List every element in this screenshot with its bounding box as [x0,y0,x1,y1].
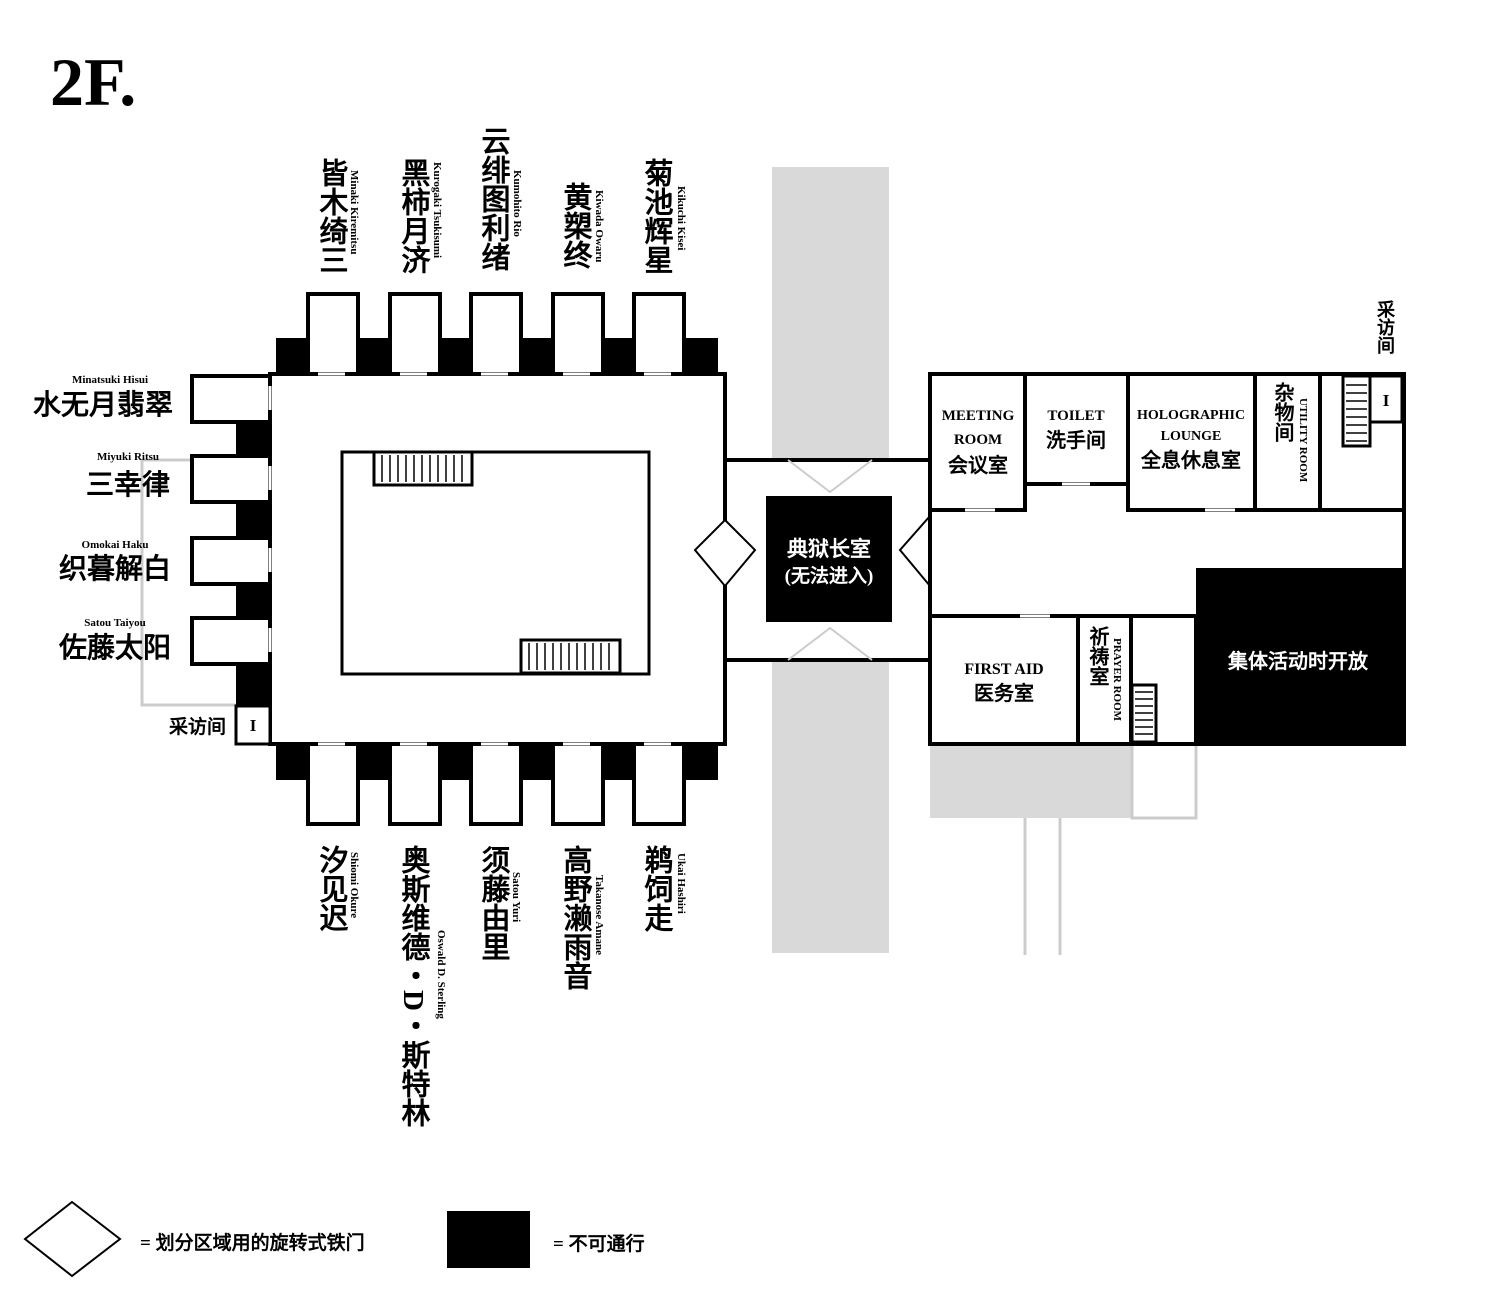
top-cell-4-zh: 黄槊终 [559,182,593,269]
cell-top-3[interactable] [469,292,523,376]
corridor-outline-lower [1023,818,1062,955]
bottom-cell-3-zh: 须藤由里 [477,845,511,961]
bottom-cell-2-en: Oswald D. Sterling [435,930,447,1019]
storage-room[interactable] [1253,372,1322,512]
meeting-room-zh: 会议室 [948,453,1008,477]
lounge-zh: 全息休息室 [1140,448,1241,472]
cell-top-1[interactable] [306,292,360,376]
left-cell-1-zh: 水无月翡翠 [33,389,173,421]
top-cell-3-en: Kumohito Rio [511,170,523,237]
left-cell-2-en: Miyuki Ritsu [97,451,159,463]
prayer-zh: 祈祷室 [1086,625,1110,686]
cell-bottom-2[interactable] [388,742,442,826]
cell-bottom-4[interactable] [551,742,605,826]
legend-gate-icon [23,1200,122,1278]
corridor-outline-right [1130,745,1198,820]
bottom-cell-3-en: Satou Yuri [510,872,522,922]
interview-room-right-label: 采访间 [1375,300,1396,354]
warden-room-label: 典狱长室 [787,537,871,561]
top-cell-5-en: Kikuchi Kisei [675,186,687,251]
door-marks [268,372,1235,746]
lounge-en2: LOUNGE [1161,429,1222,444]
bottom-cell-5-en: Ukai Hashiri [675,853,687,914]
toilet-zh: 洗手间 [1046,428,1106,452]
cell-top-4[interactable] [551,292,605,376]
bottom-cell-labels: 汐见迟 Shiomi Okure 奥斯维德・D・斯特林 Oswald D. St… [315,844,687,1127]
lounge-en1: HOLOGRAPHIC [1137,408,1245,423]
left-cell-3-en: Omokai Haku [82,539,149,551]
cell-bottom-3[interactable] [469,742,523,826]
cell-top-5[interactable] [632,292,686,376]
top-cell-2-zh: 黑柿月济 [397,158,432,274]
bottom-cell-5-zh: 鹈饲走 [640,844,675,933]
legend-blocked-label: = 不可通行 [553,1232,645,1255]
bottom-cells [306,742,686,826]
cell-left-1[interactable] [190,374,272,424]
activity-area [1196,568,1406,746]
meeting-room-en2: ROOM [954,432,1002,448]
cell-left-3[interactable] [190,536,272,586]
top-cell-3-zh: 云绯图利绪 [477,126,511,271]
top-cell-4-en: Kiwada Owaru [593,190,605,262]
cell-bottom-5[interactable] [632,742,686,826]
top-cells [306,292,686,376]
rotating-gate-left[interactable] [693,518,757,588]
stairs-utility [1341,374,1372,448]
top-cell-5-zh: 菊池辉星 [640,158,674,274]
legend: = 划分区域用的旋转式铁门 = 不可通行 [23,1200,645,1278]
cell-left-4[interactable] [190,616,272,666]
bottom-cell-2-zh: 奥斯维德・D・斯特林 [397,845,431,1127]
bottom-cell-1-zh: 汐见迟 [315,845,349,932]
bottom-cell-4-en: Takanose Amane [593,875,605,955]
interview-room-left-label: 采访间 [169,715,226,738]
toilet[interactable] [1023,372,1130,486]
left-cell-2-zh: 三幸律 [86,469,170,501]
left-cells [190,374,272,666]
grey-corridor-lower [930,745,1132,818]
activity-area-label: 集体活动时开放 [1227,649,1369,673]
interview-room-left[interactable] [234,704,272,746]
left-cell-3-zh: 织暮解白 [59,552,171,585]
cell-bottom-1[interactable] [306,742,360,826]
interview-marker-left: I [250,716,257,735]
left-cell-labels: Minatsuki Hisui 水无月翡翠 Miyuki Ritsu 三幸律 O… [33,374,173,664]
cell-left-2[interactable] [190,454,272,504]
toilet-en: TOILET [1047,408,1104,424]
cell-top-2[interactable] [388,292,442,376]
left-cell-4-en: Satou Taiyou [84,617,145,629]
floor-label: 2F. [50,44,136,120]
warden-room [766,496,892,622]
interview-room-right[interactable] [1368,374,1404,424]
first-aid-en: FIRST AID [964,661,1043,678]
top-cell-1-en: Minaki Kiremitsu [348,170,360,254]
stairs-top [372,450,474,487]
prayer-room[interactable] [1076,614,1133,746]
first-aid-room[interactable] [928,614,1080,746]
left-cell-4-zh: 佐藤太阳 [58,632,171,664]
left-cell-1-en: Minatsuki Hisui [72,374,148,386]
stairs-bottom [519,638,622,675]
storage-zh: 杂物间 [1271,381,1294,442]
bridge-chevron-top [787,459,873,494]
meeting-room-en1: MEETING [942,408,1015,424]
holographic-lounge[interactable] [1126,372,1257,512]
stairs-right-lower [1130,683,1158,744]
warden-room-note: (无法进入) [785,564,874,587]
interview-marker-right: I [1383,391,1390,410]
top-cell-labels: 皆木绮三 Minaki Kiremitsu 黑柿月济 Kurogaki Tsuk… [315,126,687,274]
legend-blocked-icon [447,1211,530,1268]
central-atrium [340,450,651,676]
top-cell-1-zh: 皆木绮三 [315,158,350,274]
utility-en: UTILITY ROOM [1297,398,1309,483]
first-aid-zh: 医务室 [974,681,1034,705]
bridge-chevron-bottom [787,626,873,661]
prayer-en: PRAYER ROOM [1111,638,1123,722]
bottom-cell-4-zh: 高野濑雨音 [559,845,593,990]
top-cell-2-en: Kurogaki Tsukisumi [431,162,443,258]
legend-gate-label: = 划分区域用的旋转式铁门 [140,1231,365,1254]
bottom-cell-1-en: Shiomi Okure [348,852,360,918]
